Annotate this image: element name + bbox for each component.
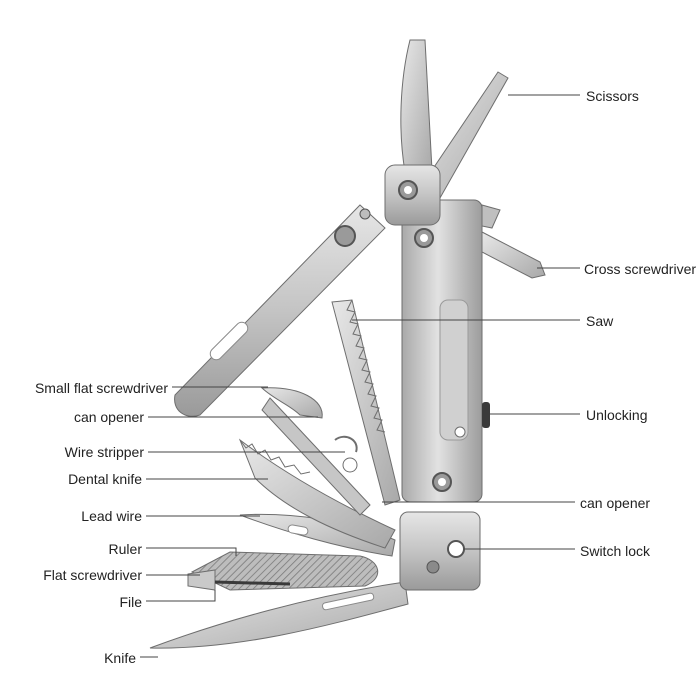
label-saw: Saw — [586, 313, 614, 329]
switch-lock-button — [447, 540, 465, 558]
label-wire-stripper: Wire stripper — [64, 444, 144, 460]
label-flat-screwdriver: Flat screwdriver — [43, 567, 142, 583]
leader-file — [146, 590, 216, 602]
label-dental-knife: Dental knife — [68, 471, 142, 487]
lead-wire-blade — [239, 513, 396, 557]
leader-lines — [140, 94, 580, 658]
file-tool — [190, 551, 378, 591]
label-knife: Knife — [104, 650, 136, 666]
label-switch-lock: Switch lock — [580, 543, 651, 559]
label-file: File — [119, 594, 142, 610]
dental-knife-blade — [238, 438, 396, 549]
label-scissors: Scissors — [586, 88, 639, 104]
label-can-opener-right: can opener — [580, 495, 651, 511]
label-lead-wire: Lead wire — [81, 508, 142, 524]
label-ruler: Ruler — [108, 541, 142, 557]
flat-screwdriver-tip — [187, 569, 216, 591]
can-opener-hook — [260, 387, 323, 419]
label-can-opener-left: can opener — [73, 409, 144, 425]
label-cross-screwdriver: Cross screwdriver — [584, 261, 697, 277]
ruler-edge — [214, 580, 291, 586]
upper-arm — [174, 204, 386, 417]
scissors-blade-1 — [400, 39, 433, 173]
saw-blade — [331, 299, 401, 506]
label-small-flat-screwdriver: Small flat screwdriver — [34, 380, 168, 396]
leader-ruler — [146, 547, 237, 556]
unlocking-button — [482, 402, 490, 428]
label-unlocking: Unlocking — [586, 407, 648, 423]
wire-stripper — [261, 397, 371, 516]
knife-blade — [149, 581, 409, 649]
knife-nail-nick — [322, 592, 375, 611]
lower-handle — [399, 511, 481, 591]
cross-screwdriver — [481, 231, 546, 279]
